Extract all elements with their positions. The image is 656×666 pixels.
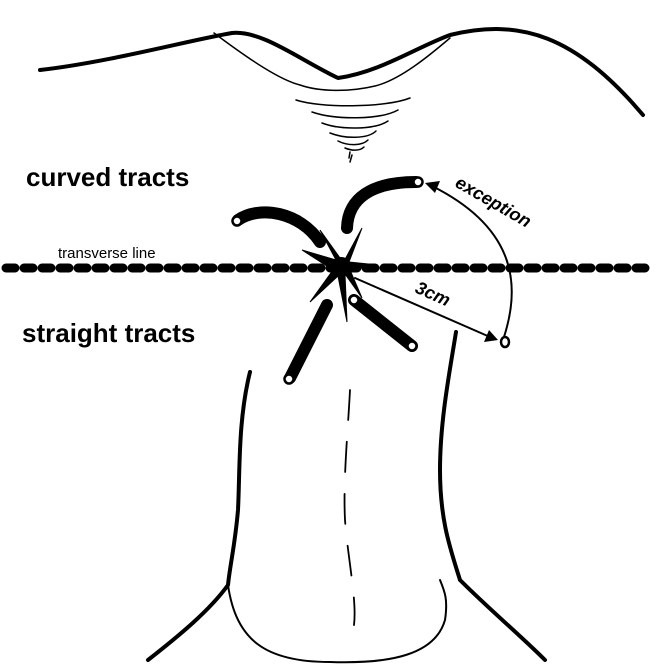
anal-verge-ring-4: [330, 131, 376, 137]
anal-verge-tail: [349, 152, 352, 162]
inner-fold-line: [214, 33, 450, 90]
exception-arrowhead: [425, 181, 440, 193]
anal-verge-ring-2: [312, 110, 398, 118]
straight-tract-left: [285, 305, 328, 384]
exception-label: exception: [452, 172, 535, 231]
transverse-line-label: transverse line: [58, 245, 156, 262]
anal-verge-ring-6: [345, 147, 364, 150]
curved-tracts-label: curved tracts: [26, 162, 189, 192]
lower-body-bottom: [228, 580, 446, 662]
lower-body-left: [148, 372, 250, 660]
curved-tract-left: [233, 212, 321, 242]
lower-body-right: [440, 332, 545, 660]
external-opening: [501, 337, 509, 347]
curved-tract-right: [347, 178, 423, 229]
straight-tracts-label: straight tracts: [22, 318, 195, 348]
anal-verge-ring-1: [296, 98, 410, 106]
upper-body-contour: [40, 29, 643, 115]
anal-verge-ring-5: [338, 140, 368, 145]
anal-verge-ring-3: [322, 121, 388, 128]
midline-raphe: [345, 390, 355, 625]
straight-tract-right: [350, 296, 417, 351]
